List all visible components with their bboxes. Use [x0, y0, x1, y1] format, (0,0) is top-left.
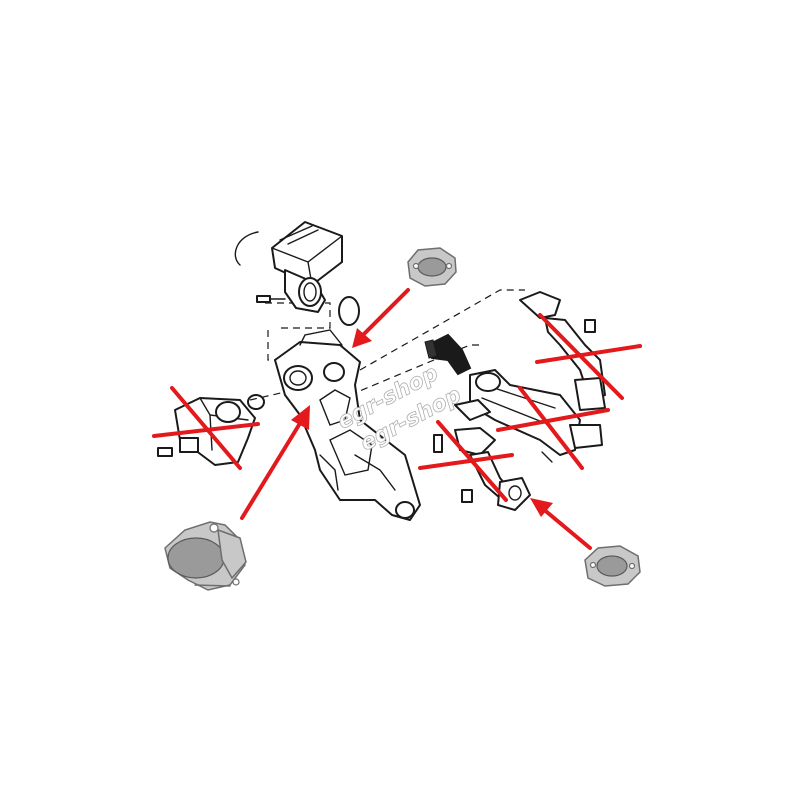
egr-cooler-pipe-upper [519, 291, 642, 411]
egr-pipe-lower [418, 420, 531, 511]
blanking-plate-icon [584, 545, 641, 587]
throttle-body-icon [234, 221, 360, 326]
blanking-plate-icon [407, 247, 457, 287]
blanking-plate-icon [164, 521, 247, 591]
intake-manifold-icon [247, 329, 421, 521]
plate-top-to-manifold [352, 288, 410, 348]
elbow-hose-icon [424, 333, 472, 376]
cover-to-manifold [240, 405, 310, 520]
egr-cooler [454, 369, 610, 470]
left-egr-valve [152, 386, 260, 470]
plate-bottom-to-pipe [530, 498, 592, 550]
